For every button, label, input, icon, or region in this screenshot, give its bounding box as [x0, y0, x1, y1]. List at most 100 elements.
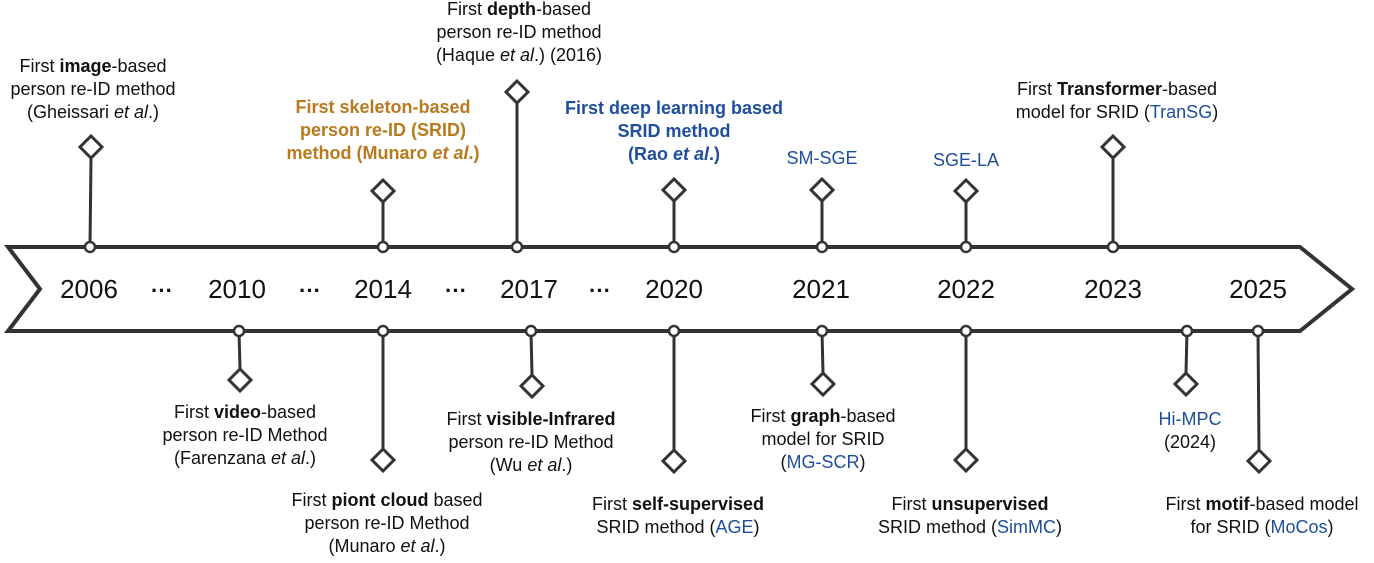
label-text: .) (2016): [534, 45, 603, 65]
label-line: (Gheissari et al.): [0, 101, 293, 124]
label-line: First motif-based model: [1062, 493, 1374, 516]
event-marker-graph-based: [809, 324, 837, 398]
label-text: self-supervised: [631, 494, 765, 514]
year-label-2023: 2023: [1084, 274, 1142, 304]
ellipsis-2: ···: [299, 278, 321, 303]
label-line: SRID method (SimMC): [770, 516, 1170, 539]
label-text: Transformer: [1056, 79, 1162, 99]
label-text: (Wu: [489, 455, 528, 475]
event-marker-point-cloud-based: [369, 324, 397, 474]
label-text: (Haque: [435, 45, 500, 65]
label-text: .): [305, 448, 317, 468]
diamond-marker: [369, 446, 397, 474]
label-line: Hi-MPC: [990, 408, 1374, 431]
event-stems: [77, 78, 1273, 475]
event-label-sge-la: SGE-LA: [766, 149, 1166, 172]
year-label-2025: 2025: [1229, 274, 1287, 304]
anchor-dot: [667, 240, 681, 254]
stem-line: [1184, 330, 1189, 374]
label-line: (Munaro et al.): [187, 535, 587, 558]
label-text: (Munaro: [328, 536, 401, 556]
stem-line: [529, 330, 534, 376]
anchor-dot: [815, 324, 829, 338]
label-text: et al: [271, 448, 306, 468]
label-line: SRID method (AGE): [478, 516, 878, 539]
event-label-visible-infrared: First visible-Infrared person re-ID Metho…: [331, 408, 731, 477]
anchor-dot: [232, 324, 246, 338]
anchor-dot: [83, 240, 97, 254]
event-marker-sm-sge: [808, 176, 836, 254]
label-line: (Rao et al.): [474, 143, 874, 166]
label-text: person re-ID Method: [448, 432, 614, 452]
label-text: et al: [400, 536, 435, 556]
label-line: person re-ID Method: [331, 431, 731, 454]
label-text: AGE: [715, 517, 754, 537]
label-line: First depth-based: [319, 0, 719, 21]
label-text: First: [750, 406, 791, 426]
label-text: First: [291, 490, 332, 510]
anchor-dot: [815, 240, 829, 254]
diamond-marker: [1245, 447, 1273, 475]
stem-line: [1256, 330, 1261, 451]
label-text: .): [148, 102, 160, 122]
diamond-marker: [660, 447, 688, 475]
label-text: First: [446, 409, 487, 429]
diamond-marker: [1099, 133, 1127, 161]
label-text: First: [173, 402, 214, 422]
year-label-2006: 2006: [60, 274, 118, 304]
label-text: graph: [790, 406, 841, 426]
timeline-arrow: [3, 245, 1356, 333]
anchor-dot: [1106, 240, 1120, 254]
event-marker-sge-la: [952, 177, 980, 254]
label-line: First deep learning based: [474, 97, 874, 120]
label-text: (Rao: [627, 144, 673, 164]
label-text: MG-SCR: [786, 452, 860, 472]
label-text: ): [859, 452, 866, 472]
label-text: First: [446, 0, 487, 19]
label-text: person re-ID (SRID): [299, 120, 467, 140]
anchor-dot: [667, 324, 681, 338]
label-text: First skeleton-based: [295, 97, 471, 117]
event-marker-visible-infrared: [518, 324, 546, 400]
label-line: First image-based: [0, 55, 293, 78]
stem-line: [820, 330, 825, 374]
label-text: -based: [1162, 79, 1218, 99]
label-text: (: [780, 452, 787, 472]
label-text: First: [1165, 494, 1206, 514]
label-text: visible-Infrared: [486, 409, 616, 429]
label-line: SM-SGE: [622, 147, 1022, 170]
year-label-2010: 2010: [208, 274, 266, 304]
label-text: .): [709, 144, 721, 164]
label-line: First graph-based: [623, 405, 1023, 428]
year-label-2014: 2014: [354, 274, 412, 304]
label-text: (2024): [1163, 432, 1217, 452]
label-text: First: [891, 494, 932, 514]
label-text: ): [1212, 102, 1219, 122]
label-text: First deep learning based: [564, 98, 784, 118]
ellipsis-4: ···: [589, 278, 611, 303]
event-marker-self-supervised: [660, 324, 688, 475]
label-text: SimMC: [997, 517, 1057, 537]
label-text: unsupervised: [931, 494, 1049, 514]
event-marker-video-based: [226, 324, 254, 394]
label-line: SGE-LA: [766, 149, 1166, 172]
label-line: model for SRID (TranSG): [917, 101, 1317, 124]
anchor-dot: [376, 240, 390, 254]
event-label-hi-mpc: Hi-MPC(2024): [990, 408, 1374, 454]
label-text: (Farenzana: [173, 448, 272, 468]
label-text: model for SRID (: [1015, 102, 1150, 122]
diamond-marker: [952, 446, 980, 474]
label-text: SRID method: [617, 121, 731, 141]
label-text: SRID method (: [877, 517, 998, 537]
label-line: model for SRID: [623, 428, 1023, 451]
label-text: based: [428, 490, 483, 510]
label-line: person re-ID Method: [45, 424, 445, 447]
label-text: person re-ID Method: [162, 425, 328, 445]
